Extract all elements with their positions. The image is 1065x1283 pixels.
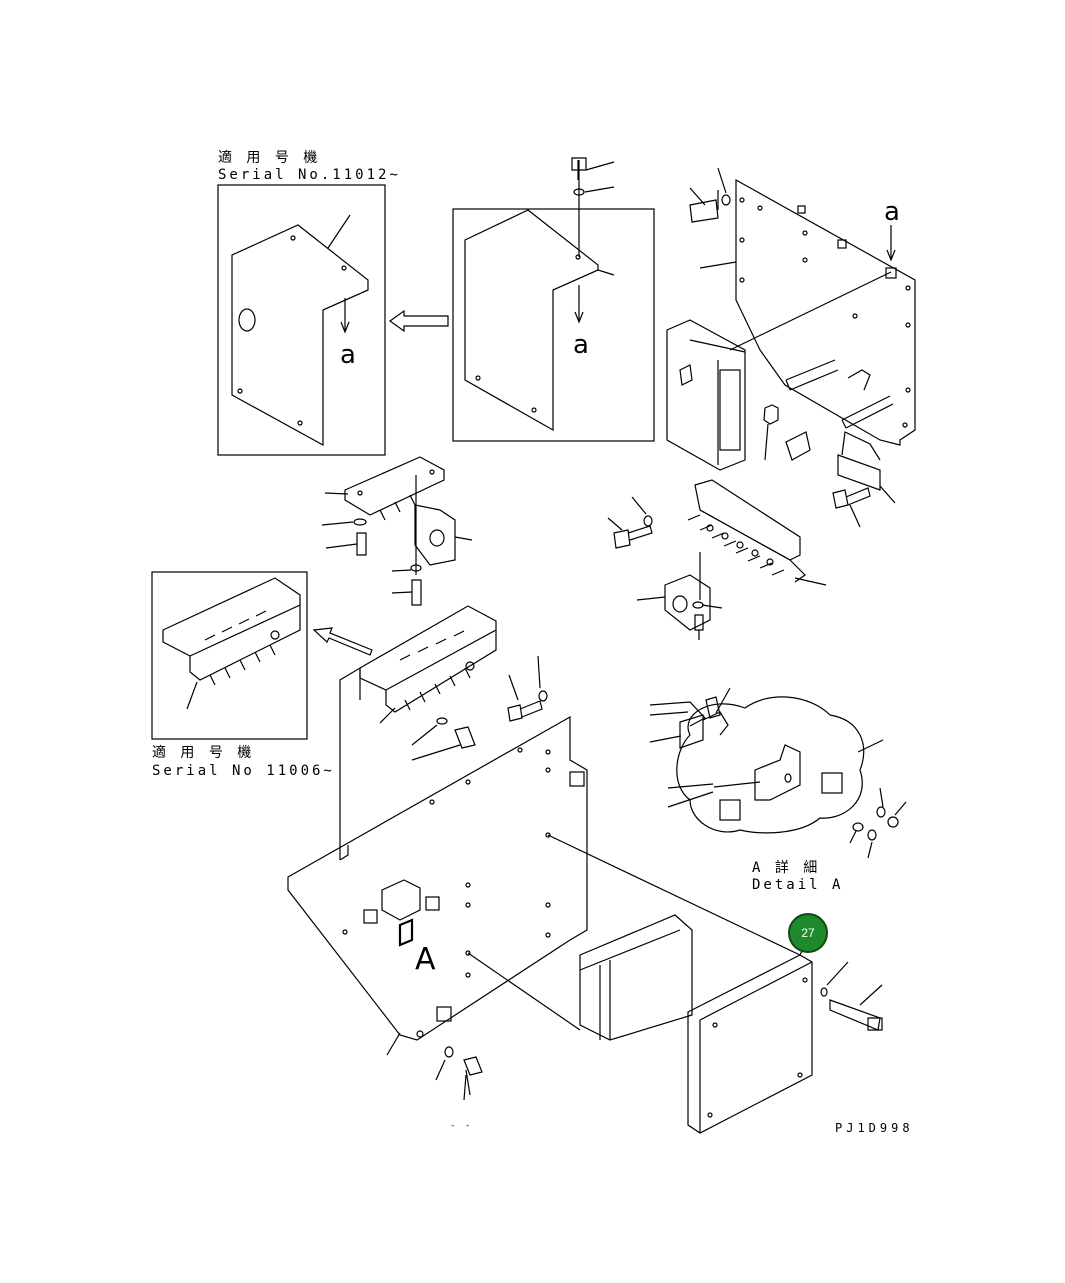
inset-frame-cover	[452, 157, 655, 442]
hollow-arrow-left	[312, 627, 373, 656]
terminal-bar-right	[607, 479, 827, 640]
hollow-arrow-top	[388, 309, 449, 333]
part-number-badge[interactable]: 27	[788, 913, 828, 953]
footer-mark: - -	[450, 1121, 473, 1131]
drawing-code: PJ1D998	[835, 1121, 914, 1135]
inset-frame-serial-11006	[151, 571, 308, 740]
top-inset-jp-label: 適 用 号 機	[218, 150, 321, 166]
cover-box	[687, 944, 883, 1134]
bolts-lower-bottom	[435, 1046, 483, 1101]
terminal-bracket-center	[321, 456, 473, 606]
main-plate-top-right	[666, 167, 916, 504]
view-a-label-top-middle: a	[573, 330, 589, 360]
arrow-a-label: A	[415, 942, 436, 977]
bolts-lower-top	[507, 655, 548, 722]
bolt-mid-right	[832, 487, 871, 528]
view-a-label-top-right: a	[884, 197, 900, 227]
left-inset-jp-label: 適 用 号 機	[152, 745, 255, 761]
main-plate-lower	[287, 666, 801, 1056]
inset-frame-serial-11012	[217, 184, 386, 456]
detail-en-label: Detail A	[752, 877, 844, 893]
view-a-label-top-left: a	[340, 340, 356, 370]
top-inset-serial-label: Serial No.11012~	[218, 167, 401, 183]
detail-jp-label: A 詳 細	[752, 860, 821, 876]
left-inset-serial-label: Serial No 11006~	[152, 763, 335, 779]
detail-a-cloud	[649, 687, 907, 859]
terminal-bar-lower	[359, 605, 497, 761]
